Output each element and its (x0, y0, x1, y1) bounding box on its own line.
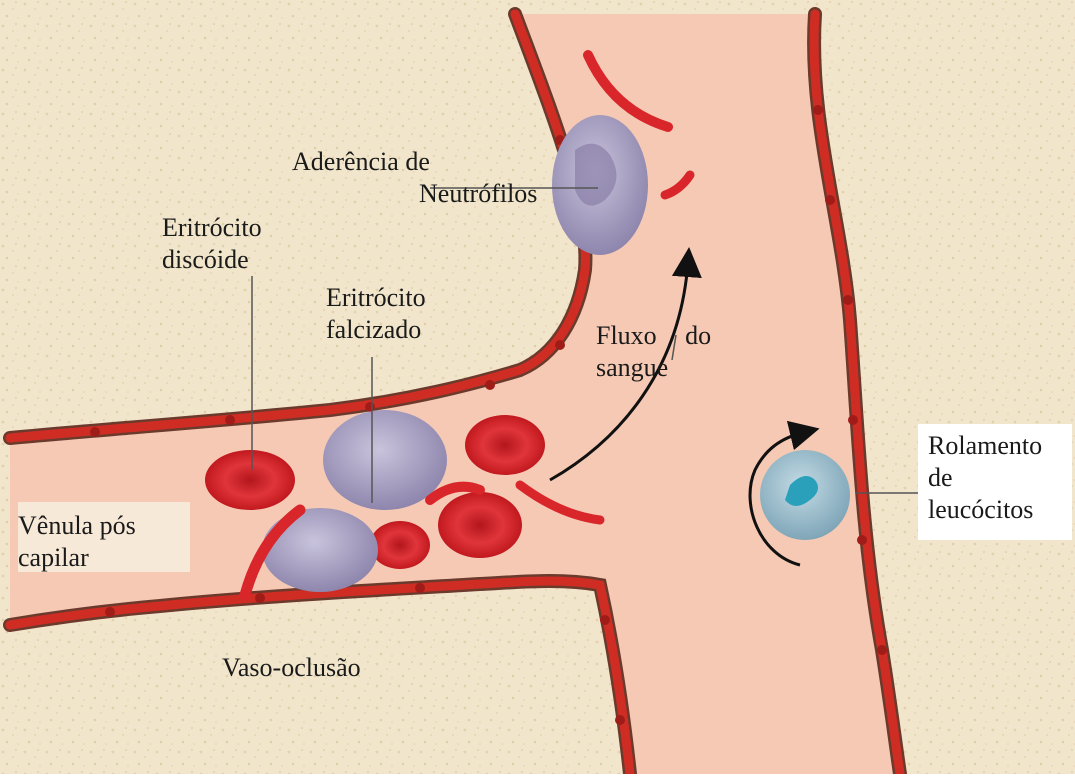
neutrophil-adhesion-label: Aderência de Neutrófilos (292, 146, 537, 210)
adherent-neutrophil (552, 115, 648, 255)
vaso-occlusion-label: Vaso-oclusão (222, 652, 361, 684)
sickled-erythrocyte-label: Eritrócito falcizado (326, 282, 426, 346)
blood-flow-label: Fluxo do sangue (596, 320, 711, 384)
leukocyte-rolling-label: Rolamento de leucócitos (928, 430, 1042, 526)
trapped-neutrophil-2 (262, 508, 378, 592)
postcapillary-venule-label: Vênula pós capilar (18, 510, 136, 574)
discoid-erythrocyte-label: Eritrócito discóide (162, 212, 262, 276)
